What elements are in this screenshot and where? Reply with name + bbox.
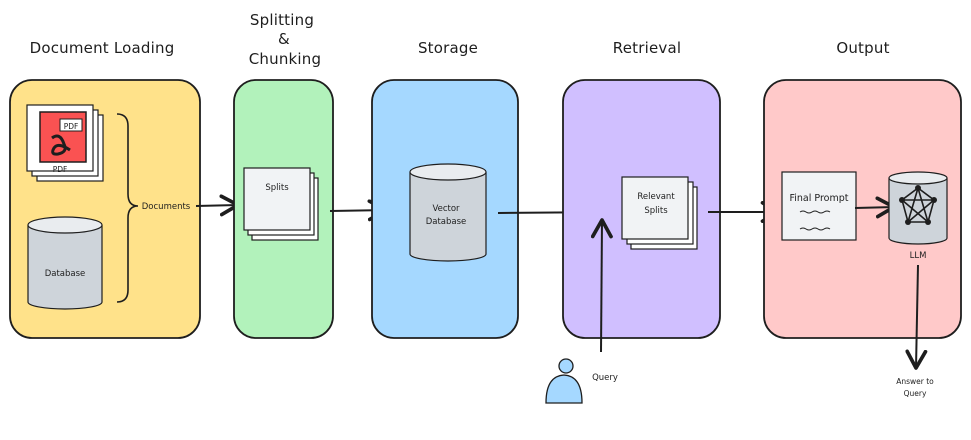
stage-title-document-loading: Document Loading: [30, 39, 175, 57]
pdf-icon: PDF: [39, 111, 87, 163]
documents-label: Documents: [142, 202, 191, 212]
query-user-icon: [545, 358, 583, 404]
query-label: Query: [592, 373, 618, 383]
relevant-splits-stack: Relevant Splits: [621, 176, 698, 250]
vector-database-cylinder: Vector Database: [409, 163, 487, 262]
pdf-document-stack: PDF PDF: [26, 104, 104, 182]
stage-title-splitting-line3: Chunking: [249, 50, 321, 68]
pdf-icon-label: PDF: [64, 122, 79, 131]
vector-database-label-line1: Vector: [432, 204, 460, 214]
stage-title-output: Output: [836, 39, 889, 57]
answer-label-line2: Query: [904, 389, 927, 398]
stage-title-splitting-line1: Splitting: [250, 11, 314, 29]
llm-cylinder: [888, 171, 948, 245]
llm-label: LLM: [910, 251, 927, 261]
splits-label: Splits: [265, 183, 289, 193]
stage-box-output: [763, 79, 962, 339]
answer-label-line1: Answer to: [896, 377, 934, 386]
stage-title-storage: Storage: [418, 39, 478, 57]
database-cylinder: Database: [27, 216, 103, 310]
stage-title-splitting-line2: &: [278, 30, 290, 48]
database-label: Database: [45, 269, 86, 279]
stage-title-retrieval: Retrieval: [613, 39, 681, 57]
relevant-splits-label-line1: Relevant: [637, 192, 675, 202]
final-prompt-box: Final Prompt: [781, 171, 857, 241]
arrow-prompt-to-llm: [854, 196, 896, 219]
arrow-documents-to-splits: [195, 194, 240, 217]
documents-brace: [116, 113, 139, 303]
neural-network-nodes: [899, 185, 937, 225]
splits-stack: Splits: [243, 167, 319, 241]
relevant-splits-label-line2: Splits: [644, 206, 668, 216]
arrow-query-to-retrieval: [590, 218, 613, 353]
vector-database-label-line2: Database: [426, 217, 467, 227]
neural-network-icon: [901, 187, 935, 223]
pdf-caption: PDF: [53, 165, 68, 174]
final-prompt-label: Final Prompt: [790, 193, 849, 204]
arrow-llm-to-answer: [905, 264, 928, 370]
